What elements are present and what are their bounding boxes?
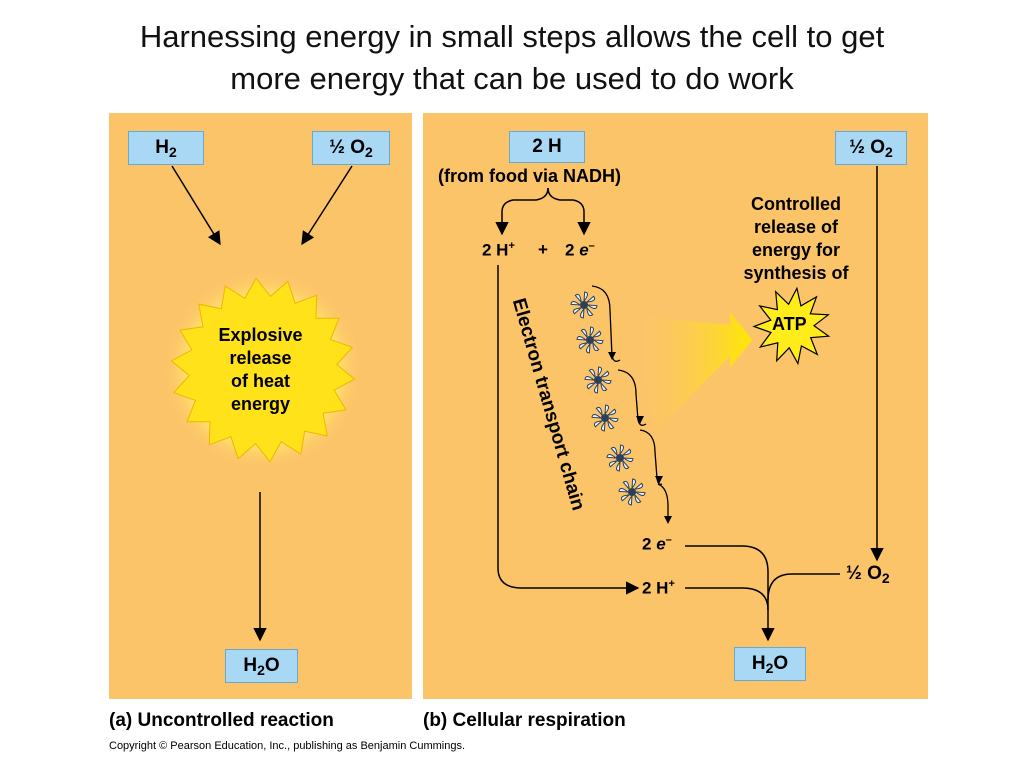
water-box-b: H2O — [734, 647, 806, 681]
arrow-o2-to-burst — [301, 165, 353, 246]
atp-star-shape — [752, 286, 831, 366]
electrons-out-label: 2 e– — [642, 534, 672, 554]
cascade-arrowheads — [608, 352, 672, 524]
page-title: Harnessing energy in small steps allows … — [0, 16, 1024, 100]
cascade-arrowhead-4 — [664, 516, 672, 524]
title-line-2: more energy that can be used to do work — [230, 61, 794, 96]
cascade-arrowhead-1 — [608, 352, 616, 360]
controlled-release-label: Controlled release of energy for synthes… — [743, 194, 849, 283]
half-o2-box-b: ½ O2 — [835, 131, 907, 165]
caption-uncontrolled: (a) Uncontrolled reaction — [109, 710, 334, 731]
arrow-h2-to-burst — [171, 165, 221, 246]
electron-carriers — [570, 291, 646, 506]
half-o2-box: ½ O2 — [312, 131, 390, 165]
explosive-release-label: Explosive release of heat energy — [218, 325, 303, 414]
title-line-1: Harnessing energy in small steps allows … — [139, 19, 885, 54]
caption-cellular-respiration: (b) Cellular respiration — [423, 710, 626, 731]
electron-cascade-path — [591, 285, 669, 520]
explosion-burst — [170, 277, 356, 463]
two-h-box: 2 H — [509, 131, 585, 163]
electrons-label: 2 e– — [565, 240, 595, 260]
electron-carrier-2 — [576, 326, 604, 354]
electron-carrier-5 — [606, 444, 634, 472]
arrow-electrons-to-water — [685, 545, 775, 642]
electron-carrier-6 — [618, 478, 646, 506]
arrow-h-plus-down — [497, 265, 640, 595]
brace-to-h-plus — [495, 187, 549, 236]
cascade-arrowhead-3 — [655, 476, 663, 484]
hydrogen-ions-label: 2 H+ — [482, 240, 515, 260]
arrow-h-plus-to-water — [685, 587, 769, 611]
brace-to-electrons — [547, 187, 591, 236]
electron-carrier-1 — [570, 291, 598, 319]
electron-carrier-3 — [584, 366, 612, 394]
from-food-label: (from food via NADH) — [438, 166, 621, 186]
electron-carrier-4 — [591, 404, 619, 432]
half-o2-right-label: ½ O2 — [846, 563, 890, 586]
plus-sign: + — [538, 240, 548, 259]
water-box-a: H2O — [225, 649, 298, 683]
atp-label: ATP — [772, 314, 807, 334]
hydrogen-ions-out-label: 2 H+ — [642, 578, 675, 598]
cascade-arrowhead-2 — [636, 416, 644, 424]
h2-box: H2 — [128, 131, 204, 165]
arrow-o2-to-water — [767, 573, 840, 601]
energy-beam-arrow — [630, 312, 752, 432]
copyright-notice: Copyright © Pearson Education, Inc., pub… — [109, 740, 466, 752]
